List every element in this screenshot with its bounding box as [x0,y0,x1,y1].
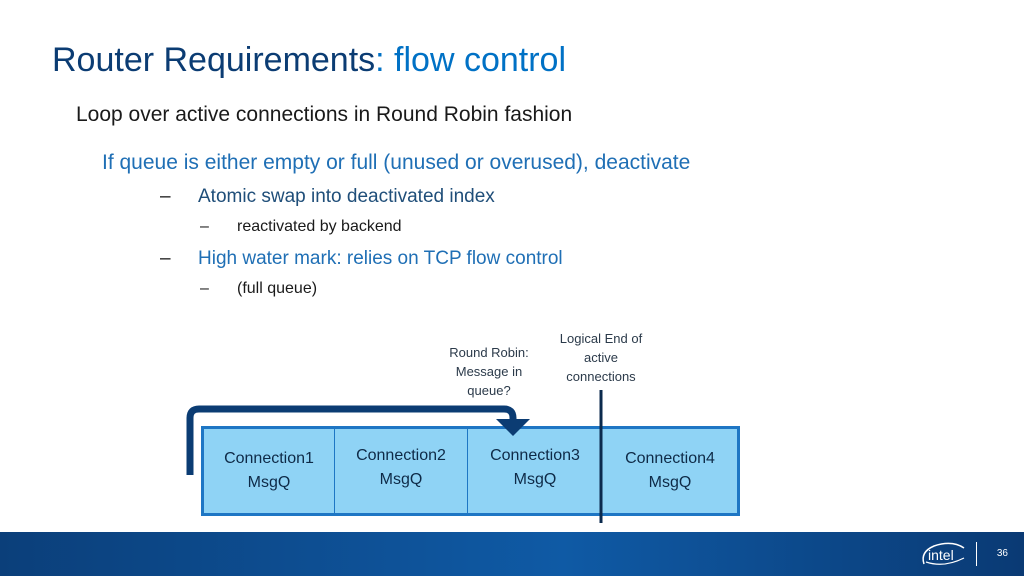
cell-label: Connection3 [490,447,580,464]
logo-text: intel [928,547,954,563]
logical-end-note: Logical End of active connections [546,329,656,386]
note-line: queue? [467,383,511,398]
footer-separator [976,542,977,566]
title-accent: : flow control [375,41,567,79]
footer-bar [0,532,1024,576]
slide-title: Router Requirements: flow control [52,38,566,82]
bullet-level1: Loop over active connections in Round Ro… [76,103,573,126]
note-line: Message in [455,364,523,379]
page-number: 36 [996,548,1008,559]
cell-sublabel: MsgQ [648,474,692,491]
cell-divider [334,426,335,516]
dash-marker: – [160,186,171,207]
bullet-level3-atomic-swap: Atomic swap into deactivated index [198,186,495,207]
bullet-level4-reactivated: reactivated by backend [237,218,402,235]
cell-divider [467,426,468,516]
intel-logo-icon: intel [922,542,965,565]
dash-marker: – [200,280,209,297]
note-line: connections [566,369,636,384]
dash-marker: – [160,248,171,269]
round-robin-arrow [186,405,517,475]
note-line: Logical End of [559,331,643,346]
bullet-level4-full-queue: (full queue) [237,280,318,297]
message-queue-box [201,426,740,516]
bullet-level3-high-water-mark: High water mark: relies on TCP flow cont… [198,248,563,269]
note-line: Round Robin: [449,345,529,360]
cell-sublabel: MsgQ [247,474,291,491]
cell-label: Connection1 [224,450,314,467]
cell-label: Connection4 [625,450,715,467]
note-line: active [584,350,618,365]
dash-marker: – [200,218,209,235]
cell-sublabel: MsgQ [379,471,423,488]
bullet-level2: If queue is either empty or full (unused… [102,151,691,174]
round-robin-note: Round Robin: Message in queue? [434,343,544,400]
cell-sublabel: MsgQ [513,471,557,488]
title-main: Router Requirements [52,41,376,79]
arrow-head-icon [496,419,530,436]
cell-label: Connection2 [356,447,446,464]
